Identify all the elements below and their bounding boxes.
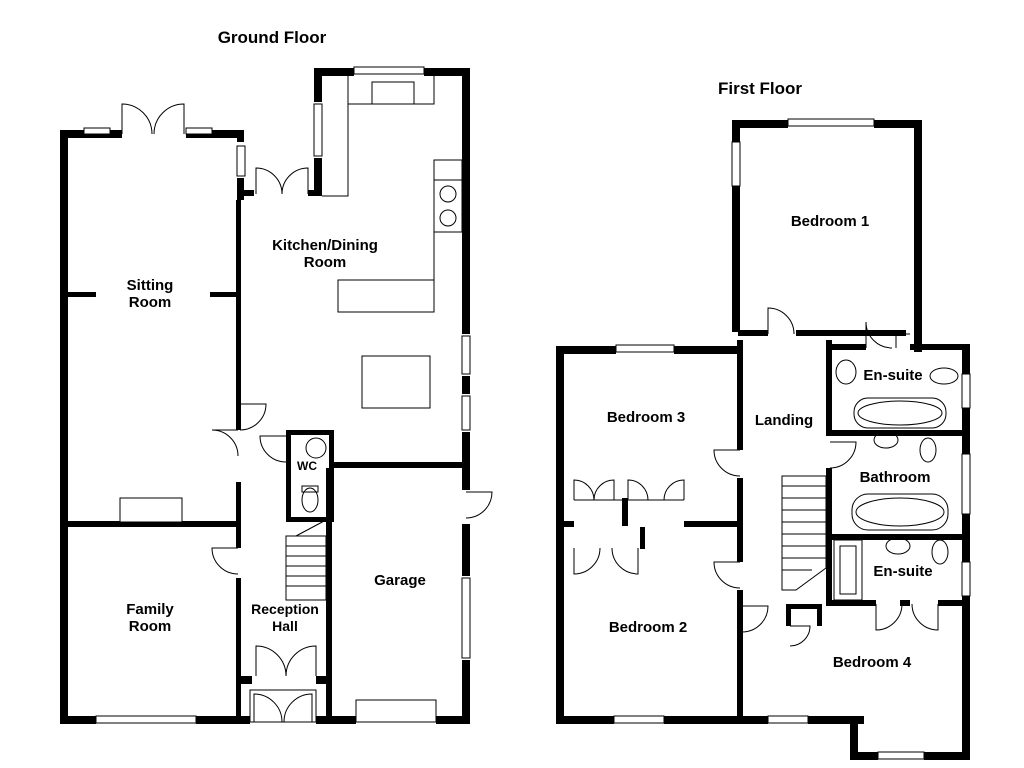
first-floor-walls [556, 120, 970, 760]
first-floor-doors [573, 307, 939, 647]
room-label-ensuite-2: En-suite [873, 563, 933, 580]
room-label-bedroom-1: Bedroom 1 [790, 213, 870, 230]
first-floor-fixtures [781, 359, 959, 601]
room-label-bedroom-3: Bedroom 3 [606, 409, 686, 426]
ground-floor-walls [60, 68, 470, 724]
room-label-bedroom-4: Bedroom 4 [832, 654, 912, 671]
room-label-bedroom-2: Bedroom 2 [608, 619, 688, 636]
first-floor-title: First Floor [717, 79, 803, 98]
ground-floor-doors [121, 103, 493, 723]
room-label-wc: WC [297, 459, 317, 473]
room-label-sitting: Sitting Room [126, 277, 174, 311]
room-label-ensuite-1: En-suite [863, 367, 923, 384]
room-label-reception: Reception Hall [251, 601, 319, 634]
room-label-garage: Garage [374, 572, 426, 589]
room-label-landing: Landing [754, 412, 814, 429]
room-label-bathroom: Bathroom [859, 469, 931, 486]
ground-floor-fixtures [119, 76, 463, 601]
room-label-family: Family Room [126, 601, 174, 635]
ground-floor-title: Ground Floor [217, 28, 327, 47]
first-floor-windows [613, 118, 971, 760]
ground-floor-windows [83, 66, 471, 724]
room-label-kitchen: Kitchen/Dining Room [272, 237, 378, 271]
